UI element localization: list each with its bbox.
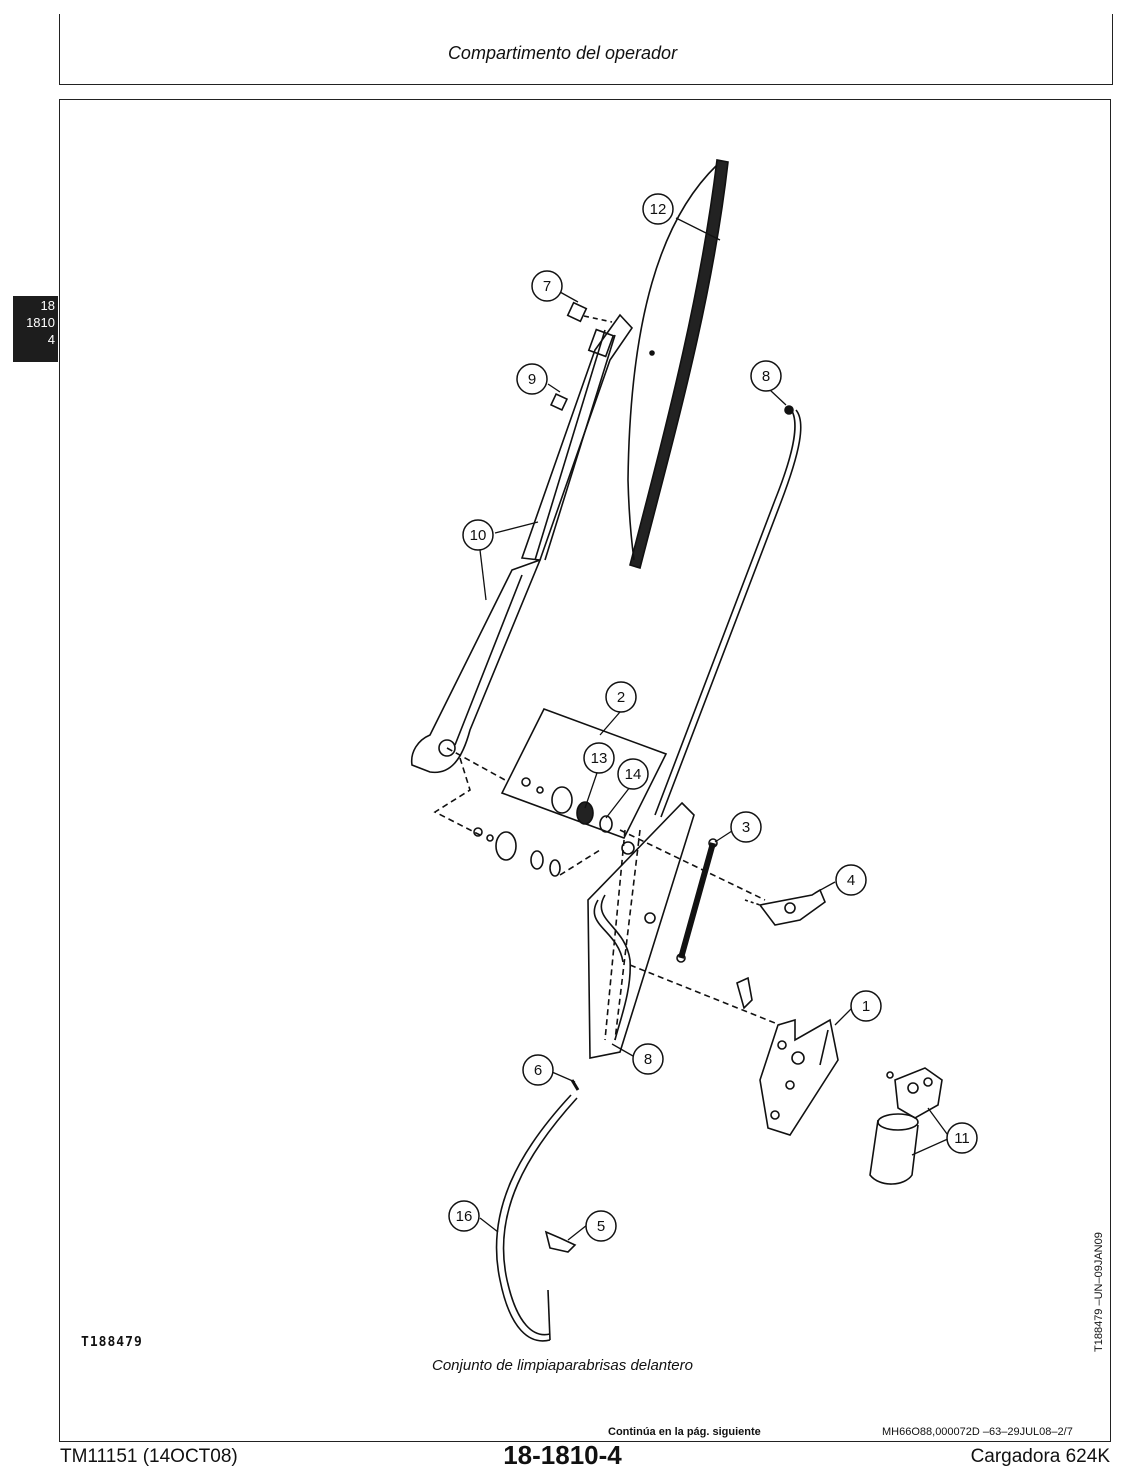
- callouts: [448, 193, 978, 1242]
- exploded-lines: [433, 747, 781, 1026]
- callout-labels: 12 7 9 8 10 2 13 14 3 4 1 8 6 11 16 5: [456, 201, 970, 1235]
- callout-label: 1: [862, 998, 870, 1015]
- section-tab-line: 18: [40, 298, 55, 313]
- drive-link: [676, 838, 718, 963]
- callout-label: 8: [644, 1051, 652, 1068]
- callout-label: 10: [470, 527, 487, 544]
- callout-label: 5: [597, 1218, 605, 1235]
- wiper-arm: [410, 313, 634, 774]
- figure-frame: [59, 99, 1111, 1442]
- motor-bracket: [759, 1018, 839, 1136]
- machine-model: Cargadora 624K: [970, 1446, 1110, 1467]
- continued-note: Continúa en la pág. siguiente: [608, 1426, 761, 1438]
- document-reference: MH66O88,000072D –63–29JUL08–2/7: [882, 1426, 1073, 1438]
- small-parts: [549, 301, 613, 412]
- leader-lines: [479, 217, 951, 1241]
- lower-parts: [473, 827, 561, 877]
- section-tab-line: 4: [47, 332, 55, 347]
- callout-label: 8: [762, 368, 770, 385]
- callout-label: 9: [528, 371, 536, 388]
- callout-label: 14: [625, 766, 642, 783]
- callout-label: 11: [954, 1130, 970, 1147]
- section-tab-line: 1810: [26, 315, 55, 330]
- figure-code: T188479: [81, 1335, 143, 1350]
- callout-label: 4: [847, 872, 855, 889]
- callout-label: 2: [617, 689, 625, 706]
- callout-label: 7: [543, 278, 551, 295]
- callout-label: 3: [742, 819, 750, 836]
- wiper-motor: [869, 1067, 943, 1185]
- header-frame: [59, 14, 1113, 85]
- callout-label: 12: [650, 201, 667, 218]
- figure-caption: Conjunto de limpiaparabrisas delantero: [432, 1357, 693, 1374]
- mounting-plate: [587, 801, 695, 1059]
- crank: [744, 888, 826, 926]
- kit-box: [500, 708, 668, 839]
- wiper-blade: [627, 159, 729, 570]
- callout-label: 6: [534, 1062, 542, 1079]
- section-tab: 18 1810 4: [13, 296, 58, 362]
- callout-label: 13: [591, 750, 608, 767]
- washer-hose: [495, 1079, 580, 1342]
- fitting: [736, 976, 753, 1010]
- figure-reference-vertical: T188479 –UN–09JAN09: [1093, 1232, 1105, 1352]
- section-title: Compartimento del operador: [447, 43, 678, 63]
- callout-label: 16: [456, 1208, 473, 1225]
- manual-number: TM11151 (14OCT08): [60, 1446, 238, 1467]
- linkage-rod: [654, 405, 802, 818]
- page-number: 18-1810-4: [503, 1440, 622, 1470]
